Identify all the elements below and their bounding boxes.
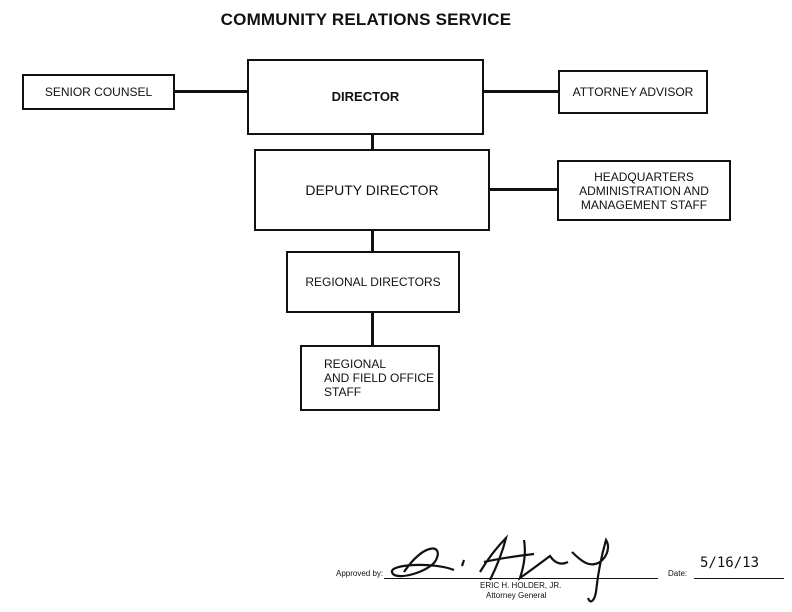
senior-counsel-label: SENIOR COUNSEL bbox=[44, 85, 153, 99]
director-label: DIRECTOR bbox=[331, 89, 400, 104]
senior-counsel-box: SENIOR COUNSEL bbox=[22, 74, 175, 110]
hq-label-line-3: MANAGEMENT STAFF bbox=[580, 197, 708, 212]
hq-label-line-1: HEADQUARTERS bbox=[594, 169, 694, 184]
date-line bbox=[694, 578, 784, 579]
connector-deputy-regional bbox=[371, 231, 374, 251]
date-label: Date: bbox=[668, 569, 688, 578]
connector-deputy-hq bbox=[490, 188, 557, 191]
deputy-director-label: DEPUTY DIRECTOR bbox=[305, 182, 439, 198]
signature-image bbox=[390, 534, 610, 603]
connector-director-attorney bbox=[484, 90, 558, 93]
connector-senior-director bbox=[175, 90, 247, 93]
connector-director-deputy bbox=[371, 135, 374, 149]
hq-admin-staff-box: HEADQUARTERS ADMINISTRATION AND MANAGEME… bbox=[557, 160, 731, 221]
field-label-line-3: STAFF bbox=[324, 385, 362, 399]
regional-directors-box: REGIONAL DIRECTORS bbox=[286, 251, 460, 313]
chart-title: COMMUNITY RELATIONS SERVICE bbox=[220, 10, 512, 29]
signer-title: Attorney General bbox=[486, 591, 547, 600]
field-label-line-1: REGIONAL bbox=[324, 357, 387, 371]
date-value: 5/16/13 bbox=[700, 555, 760, 571]
director-box: DIRECTOR bbox=[247, 59, 484, 135]
signer-name: ERIC H. HOLDER, JR. bbox=[480, 581, 562, 590]
hq-label-line-2: ADMINISTRATION AND bbox=[579, 183, 709, 198]
deputy-director-box: DEPUTY DIRECTOR bbox=[254, 149, 490, 231]
connector-regional-field bbox=[371, 313, 374, 345]
regional-directors-label: REGIONAL DIRECTORS bbox=[305, 275, 441, 289]
approved-by-label: Approved by: bbox=[336, 569, 384, 578]
attorney-advisor-label: ATTORNEY ADVISOR bbox=[572, 85, 694, 99]
field-label-line-2: AND FIELD OFFICE bbox=[324, 371, 435, 385]
attorney-advisor-box: ATTORNEY ADVISOR bbox=[558, 70, 708, 114]
field-office-staff-box: REGIONAL AND FIELD OFFICE STAFF bbox=[300, 345, 440, 411]
